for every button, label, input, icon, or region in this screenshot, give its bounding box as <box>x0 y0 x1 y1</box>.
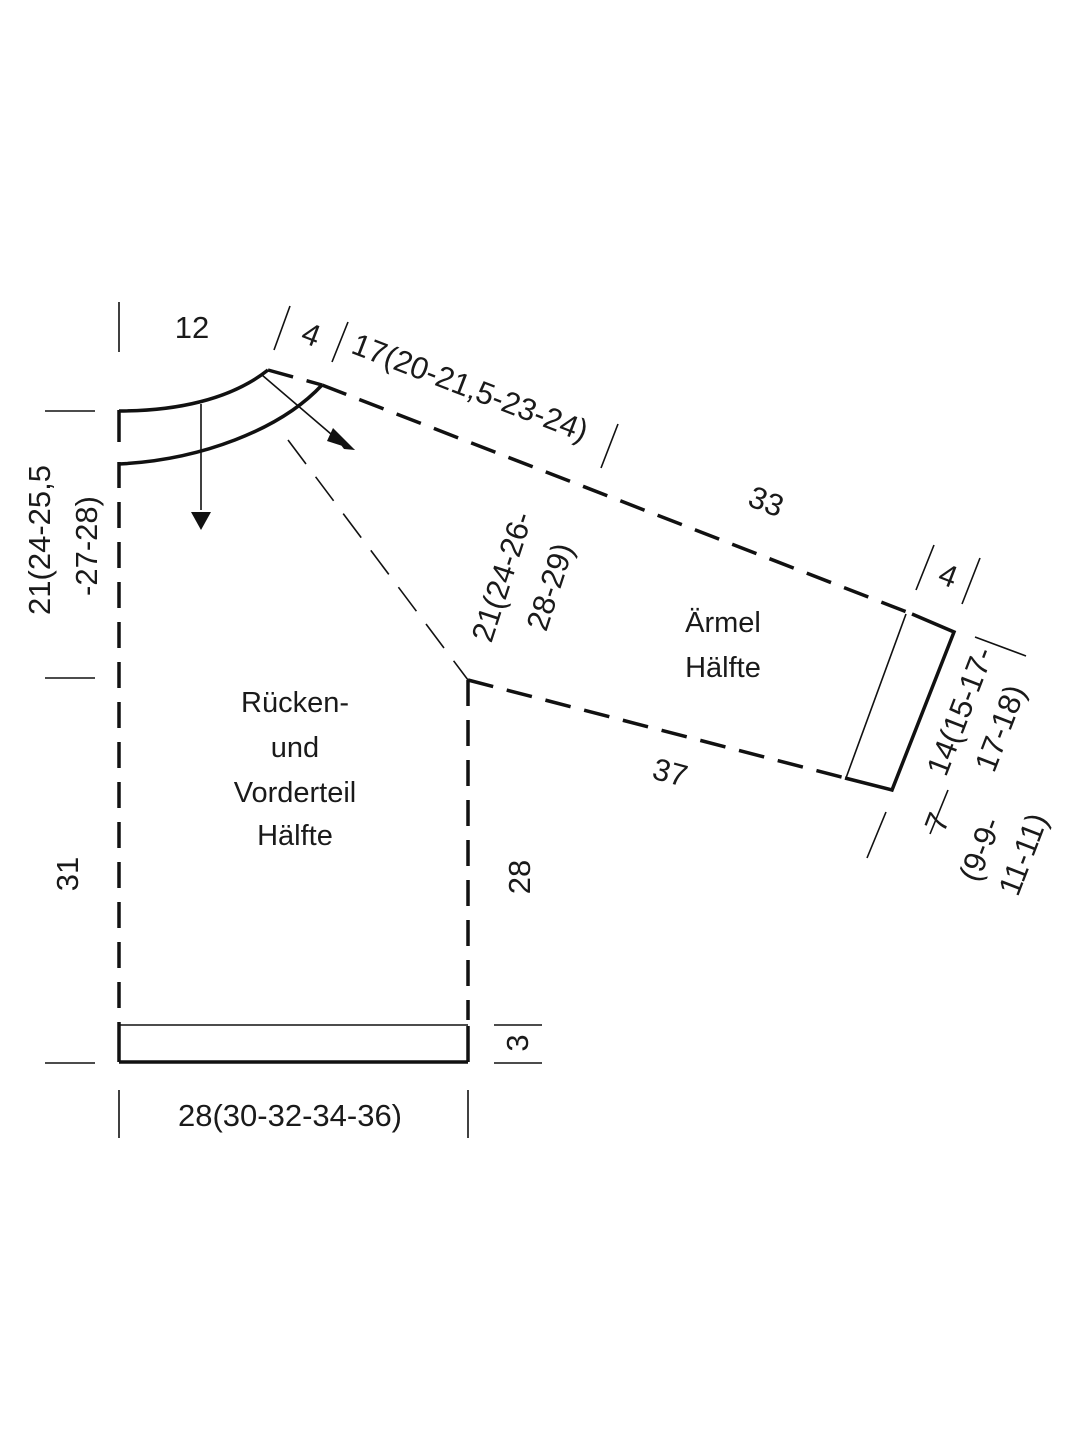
body-width-label: 28(30-32-34-36) <box>178 1098 402 1133</box>
sleeve-bottom-label: 37 <box>649 751 691 794</box>
sleeve-piece <box>267 368 957 793</box>
sleeve-cuff-label: 4 <box>934 556 963 595</box>
sleeve-cuff-edge <box>844 612 957 793</box>
body-raglan-line <box>287 439 469 681</box>
tick <box>866 811 887 859</box>
direction-arrow-diag-head-fill <box>327 428 355 450</box>
neckline-inner <box>118 383 324 466</box>
piece-labels: Rücken- und Vorderteil Hälfte Ärmel Hälf… <box>234 607 761 852</box>
direction-arrow-diag-shaft <box>261 374 339 441</box>
sleeve-raglan-label-2: 28-29) <box>520 539 581 635</box>
sleeve-top-label: 33 <box>744 479 789 524</box>
raglan-length-label: 17(20-21,5-23-24) <box>347 326 593 448</box>
dimension-ticks <box>45 302 1027 1138</box>
body-piece <box>117 368 470 1064</box>
body-length-left-label: 31 <box>50 857 85 891</box>
sleeve-bottom-edge <box>467 678 846 780</box>
tick <box>929 789 949 835</box>
direction-arrow-down-head <box>191 512 211 530</box>
neck-width-label: 12 <box>175 310 209 345</box>
sleeve-top-edge <box>321 383 913 616</box>
tick <box>331 321 349 363</box>
tick <box>915 544 935 591</box>
body-label-line2: und <box>271 732 319 764</box>
armhole-depth-label-1: 21(24-25,5 <box>22 465 57 615</box>
sleeve-top-short <box>267 368 323 387</box>
sleeve-rib-line <box>845 613 907 779</box>
cuff-width-label-2: 11-11) <box>992 808 1055 900</box>
body-label-line4: Hälfte <box>257 820 333 852</box>
armhole-depth-label-2: -27-28) <box>69 496 104 596</box>
tick <box>974 636 1027 657</box>
cuff-rib-label: 7 <box>918 808 957 837</box>
body-label-line3: Vorderteil <box>234 777 357 809</box>
body-length-right-label: 28 <box>502 860 537 894</box>
ribbing-label: 3 <box>500 1034 535 1051</box>
neckline-outer <box>118 368 270 413</box>
sleeve-label-line1: Ärmel <box>685 607 761 639</box>
tick <box>600 423 619 469</box>
shoulder-raglan-label: 4 <box>297 315 326 354</box>
tick <box>961 557 981 605</box>
body-label-line1: Rücken- <box>241 687 349 719</box>
measurement-labels: 12 4 17(20-21,5-23-24) 21(24-25,5 -27-28… <box>22 310 1055 1133</box>
tick <box>273 305 291 351</box>
sleeve-label-line2: Hälfte <box>685 652 761 684</box>
